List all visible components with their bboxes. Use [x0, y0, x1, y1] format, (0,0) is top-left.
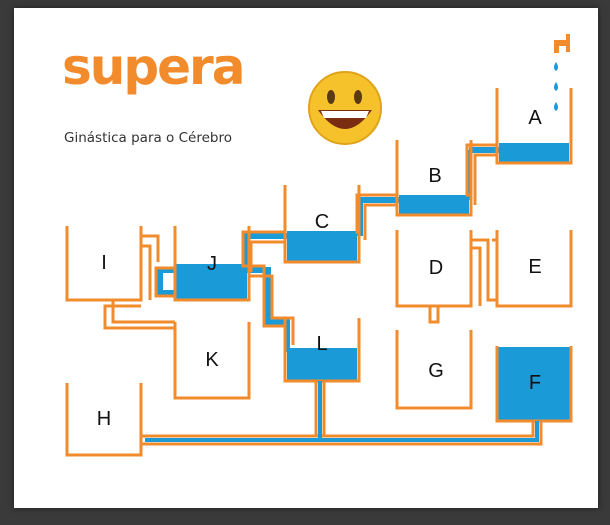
container-a — [495, 88, 573, 165]
container-j — [173, 226, 251, 302]
container-c — [283, 185, 361, 264]
label-i: I — [101, 252, 107, 274]
logo-text: supera — [62, 38, 245, 96]
container-d — [395, 230, 473, 308]
container-h — [65, 383, 143, 457]
container-e — [495, 230, 573, 308]
water-fills — [157, 143, 570, 420]
container-labels: A B C D E F G H I J K L — [97, 107, 543, 430]
water-drop-icon — [554, 62, 558, 111]
label-l: L — [316, 333, 327, 355]
label-c: C — [315, 211, 329, 233]
container-k — [173, 322, 251, 400]
containers — [65, 88, 573, 457]
faucet-icon — [554, 34, 570, 53]
container-i — [65, 226, 143, 302]
label-k: K — [205, 349, 219, 371]
label-d: D — [429, 257, 443, 279]
water-tube — [145, 421, 539, 442]
label-j: J — [207, 253, 217, 275]
supera-logo: supera — [62, 42, 245, 92]
grinning-face-icon — [308, 71, 382, 145]
label-f: F — [529, 372, 541, 394]
container-b — [395, 140, 473, 217]
label-a: A — [528, 107, 542, 129]
label-h: H — [97, 408, 111, 430]
label-b: B — [428, 165, 441, 187]
label-g: G — [428, 360, 444, 382]
container-g — [395, 330, 473, 410]
tagline: Ginástica para o Cérebro — [64, 130, 232, 146]
label-e: E — [528, 256, 541, 278]
pipes — [103, 143, 543, 446]
